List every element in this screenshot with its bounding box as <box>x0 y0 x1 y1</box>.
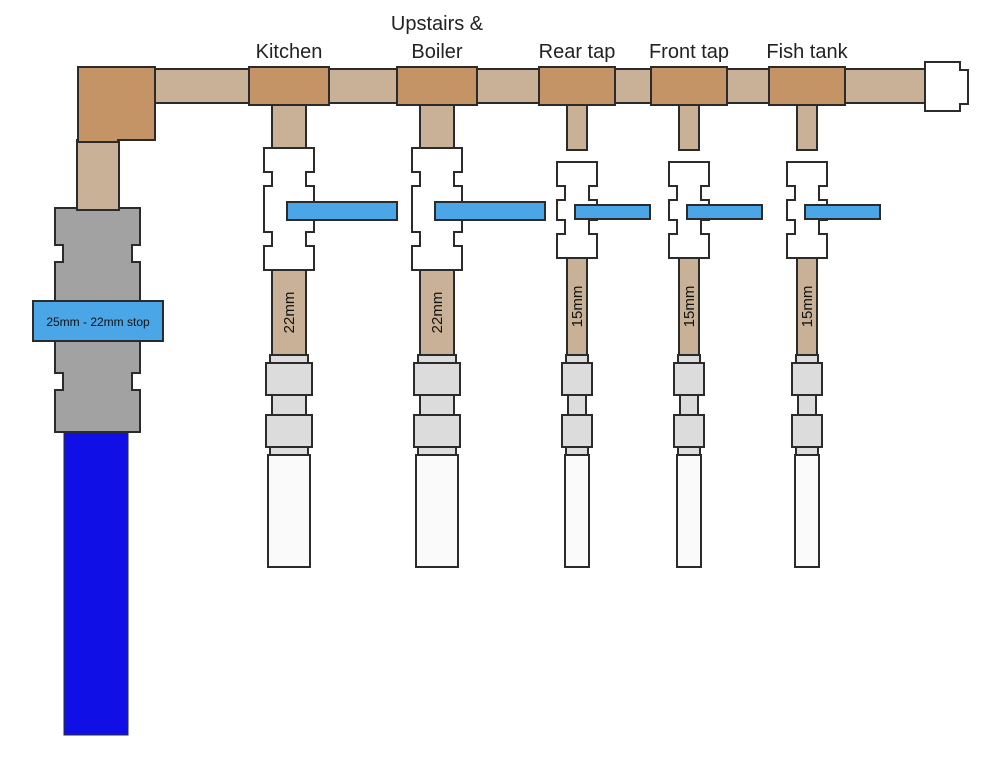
coupler-ring <box>795 354 819 364</box>
tee-fitting <box>650 66 728 106</box>
coupler-nut <box>791 362 823 396</box>
elbow-fitting <box>77 66 156 143</box>
coupler-nut <box>673 362 705 396</box>
coupler-nut <box>413 414 461 448</box>
coupler-ring <box>269 446 309 456</box>
outlet-pipe <box>794 454 820 568</box>
end-cap <box>924 61 969 112</box>
coupler-ring <box>565 354 589 364</box>
pipe-size-label: 22mm <box>429 292 446 334</box>
branch-label: Front tap <box>649 41 729 63</box>
pipe-size-label: 15mm <box>799 286 816 328</box>
coupler-body <box>271 394 307 416</box>
branch-lower-pipe <box>271 269 307 356</box>
stop-label: 25mm - 22mm stop <box>46 315 150 329</box>
tee-fitting <box>248 66 330 106</box>
branch-upper-pipe <box>566 104 588 151</box>
coupler-ring <box>795 446 819 456</box>
coupler-body <box>797 394 817 416</box>
branches: Kitchen 22mm Upstairs & Boiler 22mm Rear tap 1… <box>248 13 881 568</box>
pipe-size-label: 15mm <box>569 286 586 328</box>
branch-upper-pipe <box>796 104 818 151</box>
branch-4: Front tap 15mm <box>649 41 763 568</box>
tee-fitting <box>768 66 846 106</box>
outlet-pipe <box>267 454 311 568</box>
stop-label-tag <box>32 300 164 342</box>
coupler-nut <box>561 414 593 448</box>
coupler-ring <box>417 354 457 364</box>
pipe-size-label: 15mm <box>681 286 698 328</box>
branch-3: Rear tap 15mm <box>538 41 651 568</box>
coupler-body <box>419 394 455 416</box>
coupler-body <box>679 394 699 416</box>
valve-handle <box>804 204 881 220</box>
valve-handle <box>286 201 398 221</box>
branch-upper-pipe <box>678 104 700 151</box>
coupler-nut <box>673 414 705 448</box>
tee-fitting <box>396 66 478 106</box>
branch-2: Upstairs & Boiler 22mm <box>391 13 546 568</box>
outlet-pipe <box>564 454 590 568</box>
pipe-size-label: 22mm <box>281 292 298 334</box>
coupler-body <box>567 394 587 416</box>
coupler-nut <box>265 414 313 448</box>
outlet-pipe <box>415 454 459 568</box>
branch-upper-pipe <box>419 104 455 151</box>
coupler-ring <box>269 354 309 364</box>
branch-label: Kitchen <box>256 41 323 63</box>
outlet-pipe <box>676 454 702 568</box>
valve-handle <box>574 204 651 220</box>
branch-label: Boiler <box>411 41 462 63</box>
branch-label: Upstairs & <box>391 13 484 35</box>
branch-upper-pipe <box>271 104 307 151</box>
branch-label: Fish tank <box>766 41 848 63</box>
coupler-ring <box>677 446 701 456</box>
valve-handle <box>686 204 763 220</box>
tee-fitting <box>538 66 616 106</box>
valve-handle <box>434 201 546 221</box>
coupler-ring <box>677 354 701 364</box>
branch-5: Fish tank 15mm <box>766 41 881 568</box>
supply-pipe <box>63 429 129 736</box>
riser-pipe <box>76 139 120 211</box>
branch-label: Rear tap <box>539 41 616 63</box>
coupler-nut <box>561 362 593 396</box>
coupler-nut <box>413 362 461 396</box>
coupler-ring <box>565 446 589 456</box>
branch-1: Kitchen 22mm <box>248 41 398 568</box>
coupler-ring <box>417 446 457 456</box>
coupler-nut <box>791 414 823 448</box>
coupler-nut <box>265 362 313 396</box>
